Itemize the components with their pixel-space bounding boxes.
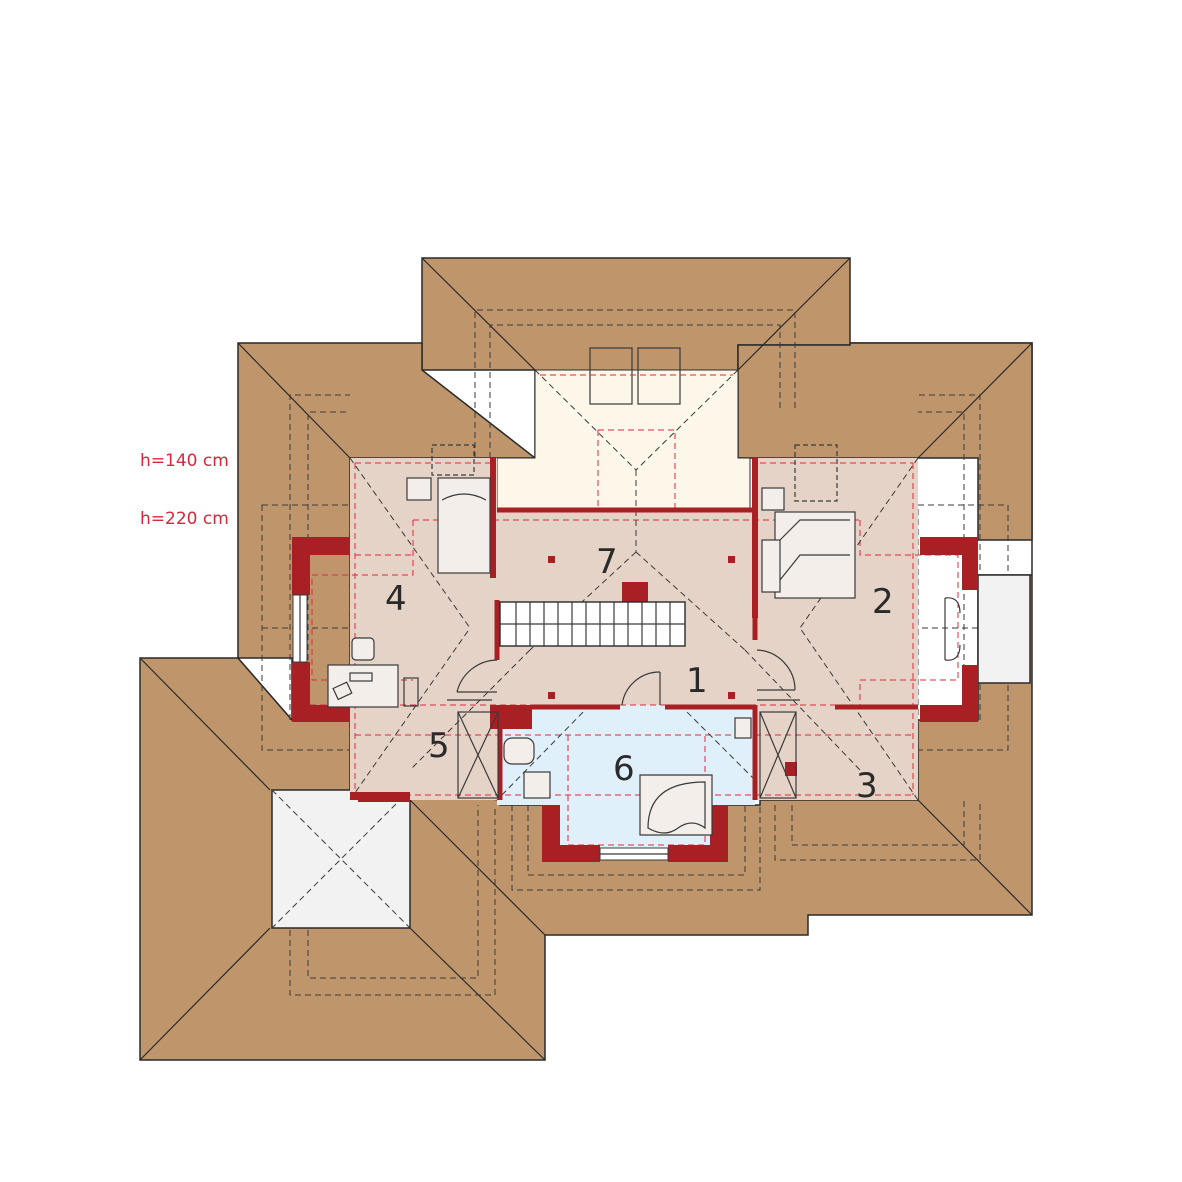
corner-bathtub — [639, 774, 713, 836]
room-label-5: 5 — [428, 726, 450, 766]
furniture-bathroom — [503, 717, 752, 836]
legend-height-140: h=140 cm — [140, 451, 229, 471]
void-area — [496, 369, 751, 511]
room-label-6: 6 — [613, 749, 635, 789]
legend-height-220: h=220 cm — [140, 509, 229, 529]
interior-walls — [494, 507, 918, 800]
room-label-7: 7 — [596, 542, 618, 582]
walls — [292, 458, 978, 862]
furniture-room-2 — [761, 444, 961, 661]
room-label-3: 3 — [856, 766, 878, 806]
room-label-4: 4 — [385, 579, 407, 619]
balcony-right — [977, 574, 1031, 684]
room-label-2: 2 — [872, 582, 894, 622]
roof-ridges — [139, 257, 1033, 1061]
staircase — [499, 601, 686, 647]
furniture-room-4 — [327, 444, 491, 708]
room-diagonals — [349, 369, 919, 801]
doors — [447, 649, 800, 799]
room-label-1: 1 — [686, 661, 708, 701]
